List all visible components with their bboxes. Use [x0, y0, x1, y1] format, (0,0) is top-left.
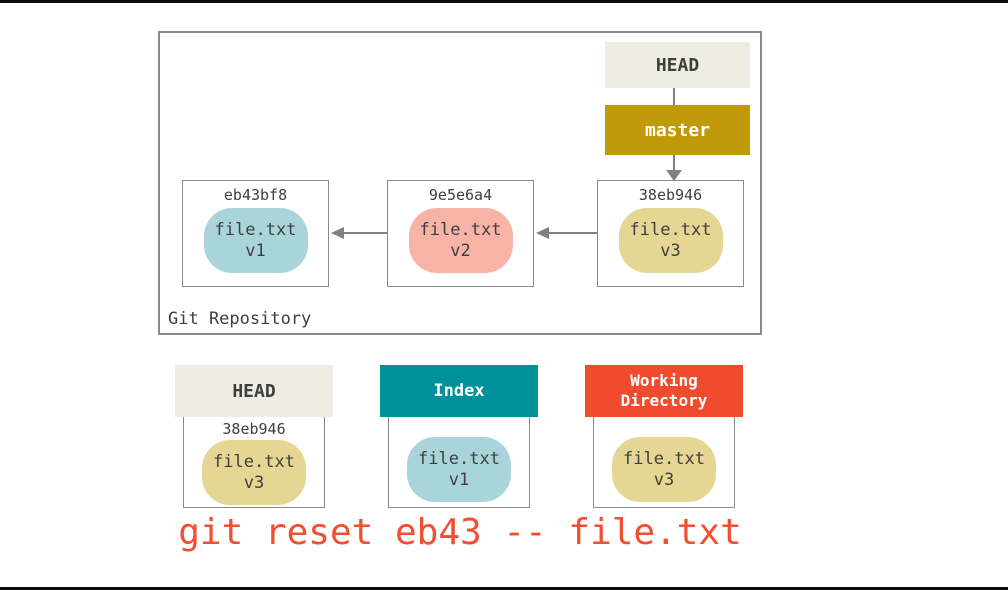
file-blob: file.txt v2 [408, 208, 513, 273]
git-command-text: git reset eb43 -- file.txt [178, 512, 742, 553]
index-area-title: Index [433, 381, 485, 401]
file-blob: file.txt v1 [407, 437, 511, 502]
arrow-down-icon [666, 170, 682, 181]
head-to-master-line [673, 88, 675, 105]
index-area-box: file.txt v1 [388, 417, 530, 508]
working-directory-area-title: Working Directory [620, 371, 708, 410]
blob-file-name: file.txt [214, 219, 297, 240]
commit-hash: 9e5e6a4 [428, 186, 493, 204]
git-repository-label: Git Repository [168, 309, 312, 329]
working-directory-area-header: Working Directory [585, 365, 743, 417]
blob-file-version: v1 [245, 240, 266, 261]
blob-file-name: file.txt [623, 448, 705, 469]
commit-parent-line [343, 232, 387, 234]
commit-hash: 38eb946 [638, 186, 703, 204]
head-area-hash: 38eb946 [222, 420, 286, 438]
commit-hash: eb43bf8 [223, 186, 288, 204]
blob-file-version: v2 [450, 240, 471, 261]
arrow-left-icon [536, 227, 549, 239]
head-pointer-box: HEAD [605, 42, 750, 88]
head-area-header: HEAD [175, 365, 333, 417]
commit-box-38eb946: 38eb946 file.txt v3 [597, 180, 744, 287]
master-to-commit-line [673, 155, 675, 171]
blob-file-version: v3 [653, 469, 675, 490]
file-blob: file.txt v1 [203, 208, 308, 273]
master-branch-box: master [605, 105, 750, 155]
arrow-left-icon [331, 227, 344, 239]
blob-file-name: file.txt [629, 219, 712, 240]
file-blob: file.txt v3 [612, 437, 716, 502]
file-blob: file.txt v3 [618, 208, 723, 273]
blob-file-name: file.txt [418, 448, 500, 469]
blob-file-name: file.txt [419, 219, 502, 240]
commit-box-9e5e6a4: 9e5e6a4 file.txt v2 [387, 180, 534, 287]
bottom-border-bar [0, 587, 1008, 590]
head-area-box: 38eb946 file.txt v3 [183, 417, 325, 508]
commit-box-eb43bf8: eb43bf8 file.txt v1 [182, 180, 329, 287]
file-blob: file.txt v3 [202, 440, 306, 505]
blob-file-version: v3 [243, 472, 265, 493]
master-branch-label: master [644, 119, 711, 141]
index-area-header: Index [380, 365, 538, 417]
commit-parent-line [548, 232, 597, 234]
blob-file-version: v3 [660, 240, 681, 261]
head-pointer-label: HEAD [655, 54, 700, 76]
working-directory-area-box: file.txt v3 [593, 417, 735, 508]
top-border-bar [0, 0, 1008, 3]
blob-file-name: file.txt [213, 451, 295, 472]
head-area-title: HEAD [232, 380, 276, 402]
blob-file-version: v1 [448, 469, 470, 490]
